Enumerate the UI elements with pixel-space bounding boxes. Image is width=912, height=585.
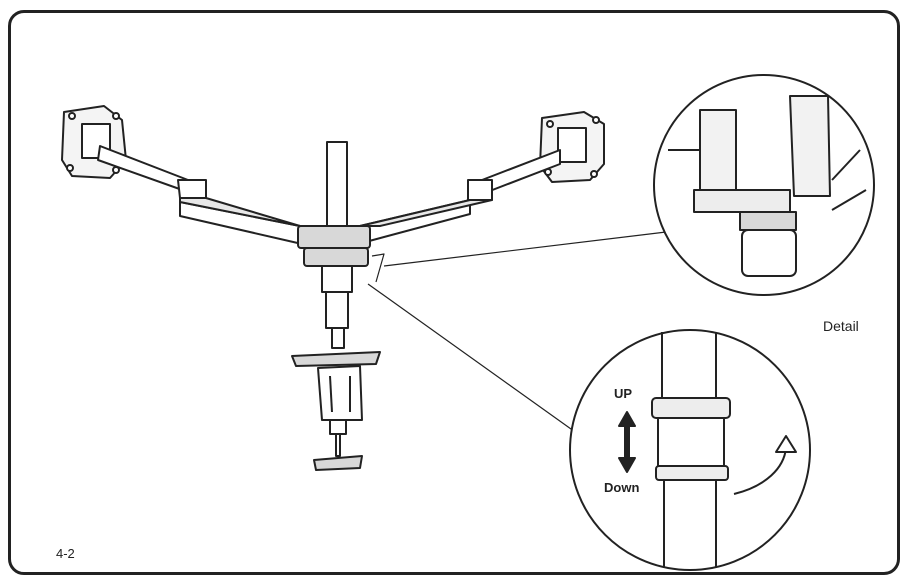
center-pole: [297, 141, 371, 349]
bottom-detail-circle: [569, 329, 811, 571]
left-arm: [97, 145, 303, 245]
down-label: Down: [604, 480, 640, 495]
up-down-arrow-icon: [618, 411, 636, 473]
right-arm: [357, 149, 561, 245]
top-detail-circle: [653, 74, 875, 296]
right-vesa-plate: [539, 111, 605, 183]
detail-label: Detail: [823, 318, 859, 334]
desk-clamp: [291, 351, 381, 471]
rotate-arrow-icon: [733, 435, 797, 495]
page-number: 4-2: [56, 546, 75, 561]
detail-callout-lines: [367, 231, 667, 435]
up-label: UP: [614, 386, 633, 401]
